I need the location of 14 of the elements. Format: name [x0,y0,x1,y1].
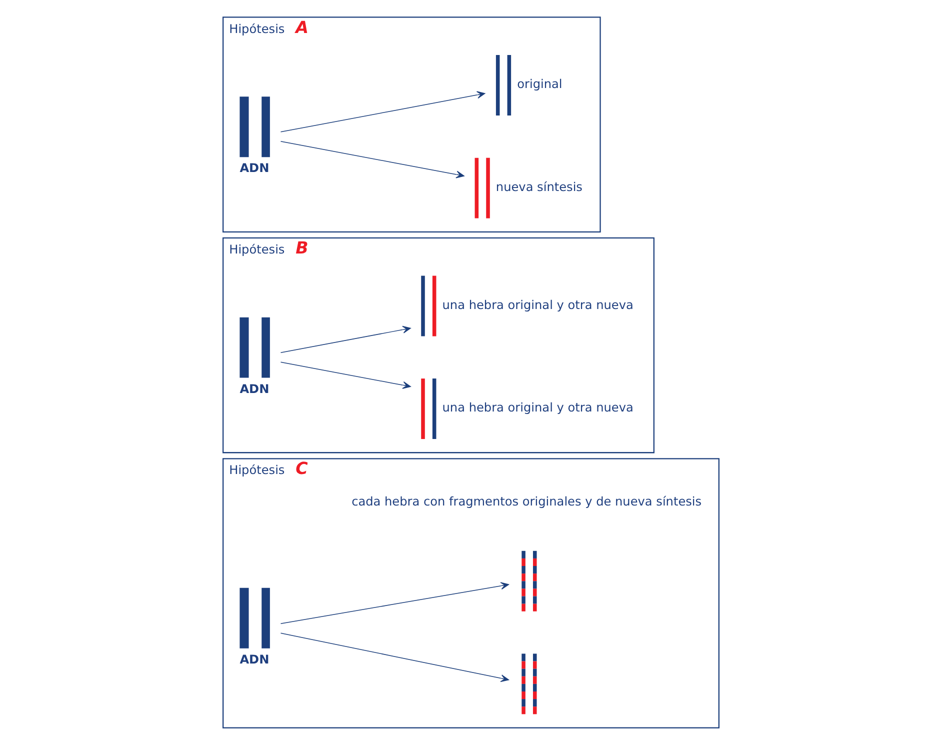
node-label: una hebra original y otra nueva [442,400,633,415]
label: cada hebra con fragmentos originales y de nueva síntesis [351,494,702,508]
arrow [280,582,508,624]
node-label: ADN [239,652,269,666]
arrow [280,91,485,132]
node-label: nueva síntesis [495,180,582,194]
arrow [280,632,508,682]
node-label: una hebra original y otra nueva [442,298,633,312]
arrow [280,141,464,178]
arrow [280,326,410,354]
arrow [280,362,410,389]
node-label: ADN [239,382,269,396]
node-label: original [516,77,562,92]
node-label: ADN [239,161,269,176]
